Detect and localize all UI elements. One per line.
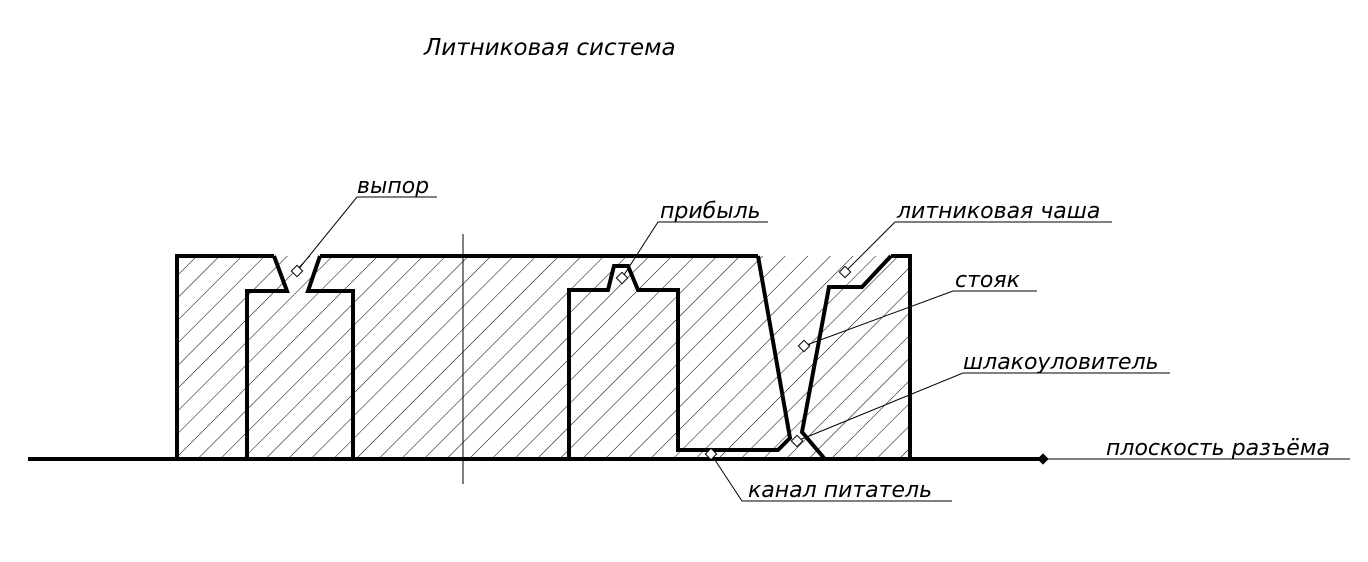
label-pribyl: прибыль (660, 199, 761, 224)
drawing-title: Литниковая система (423, 35, 676, 61)
label-shlakoulovitel: шлакоуловитель (963, 350, 1159, 375)
left-cavity-outline (245, 255, 355, 458)
mold-outline (175, 254, 912, 458)
label-litnikovaya-chasha: литниковая чаша (896, 199, 1100, 224)
middle-cavity-outline (567, 255, 793, 458)
leader-markers (290, 264, 1049, 465)
label-kanal-pitatel: канал питатель (748, 478, 932, 503)
sprue-outline (799, 254, 893, 460)
leader-lines (296, 196, 1350, 502)
label-stoyak: стояк (955, 268, 1021, 293)
label-ploskost-razema: плоскость разъёма (1106, 436, 1330, 461)
label-vypor: выпор (357, 174, 429, 199)
